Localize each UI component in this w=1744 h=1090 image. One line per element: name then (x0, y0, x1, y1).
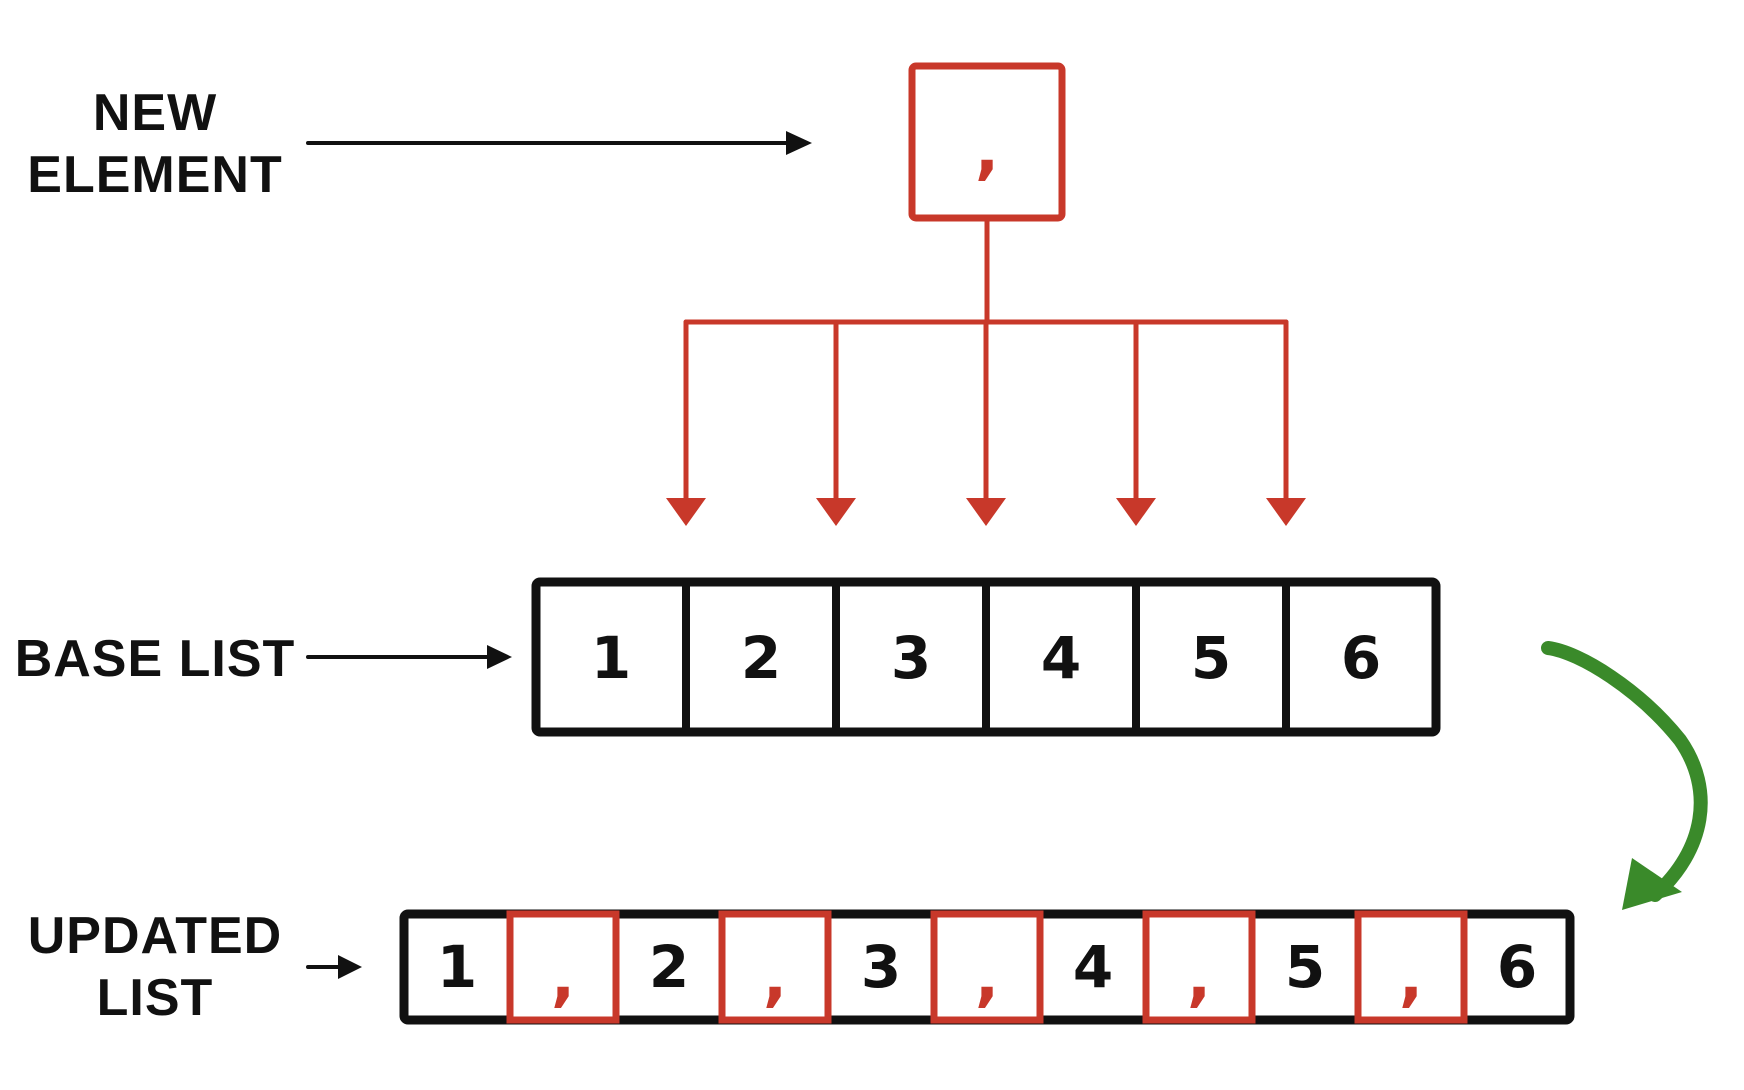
new-element-label: NEW ELEMENT (27, 84, 282, 204)
base-list-cell: 4 (982, 582, 1081, 732)
updated-list-cell: 3 (861, 933, 901, 1001)
base-list-cell: 2 (682, 582, 781, 732)
new-element-box: , (908, 62, 1066, 222)
new-element-value: , (975, 114, 999, 188)
updated-list-label-line2: LIST (97, 969, 214, 1027)
updated-list-value: 3 (861, 933, 901, 1001)
base-list-cell: 6 (1282, 582, 1381, 732)
base-list-value: 1 (591, 624, 631, 692)
updated-list-pointer-arrow (306, 955, 362, 979)
base-list-value: 4 (1041, 624, 1081, 692)
insert-arrow (1266, 319, 1306, 526)
updated-list-inserted-cell: , (718, 910, 832, 1024)
insert-arrow (816, 319, 856, 526)
updated-list-value: , (551, 941, 575, 1015)
updated-list-cell: 1 (437, 933, 477, 1001)
updated-list-value: 2 (649, 933, 689, 1001)
base-list-cell: 5 (1132, 582, 1231, 732)
updated-list-value: , (763, 941, 787, 1015)
insert-arrow (1116, 319, 1156, 526)
distribution-arrows (666, 217, 1306, 526)
base-list-value: 2 (741, 624, 781, 692)
base-list: 1 2 3 4 5 6 (531, 577, 1441, 737)
updated-list-value: 5 (1285, 933, 1325, 1001)
updated-list-cell: 6 (1497, 933, 1537, 1001)
updated-list-inserted-cell: , (1142, 910, 1256, 1024)
new-element-label-line1: NEW (93, 84, 217, 142)
updated-list-cell: 5 (1285, 933, 1325, 1001)
updated-list-label-line1: UPDATED (28, 907, 282, 965)
updated-list: 1, 2, 3, 4, 5, 6 (399, 909, 1575, 1025)
new-element-label-line2: ELEMENT (27, 146, 282, 204)
insert-arrow (966, 319, 1006, 526)
base-list-value: 5 (1191, 624, 1231, 692)
updated-list-value: , (1187, 941, 1211, 1015)
updated-list-cell: 4 (1073, 933, 1113, 1001)
updated-list-inserted-cell: , (930, 910, 1044, 1024)
updated-list-value: 4 (1073, 933, 1113, 1001)
updated-list-value: 1 (437, 933, 477, 1001)
base-list-cell: 3 (832, 582, 931, 732)
base-list-pointer-arrow (306, 645, 512, 669)
updated-list-value: 6 (1497, 933, 1537, 1001)
new-element-pointer-arrow (306, 131, 812, 155)
insert-arrow (666, 319, 706, 526)
updated-list-cell: 2 (649, 933, 689, 1001)
updated-list-label: UPDATED LIST (28, 907, 282, 1027)
base-list-value: 6 (1341, 624, 1381, 692)
transform-arrow (1541, 641, 1708, 910)
updated-list-value: , (975, 941, 999, 1015)
updated-list-inserted-cell: , (506, 910, 620, 1024)
base-list-value: 3 (891, 624, 931, 692)
base-list-label: BASE LIST (15, 630, 296, 688)
base-list-cell: 1 (591, 624, 631, 692)
updated-list-value: , (1399, 941, 1423, 1015)
updated-list-inserted-cell: , (1354, 910, 1468, 1024)
